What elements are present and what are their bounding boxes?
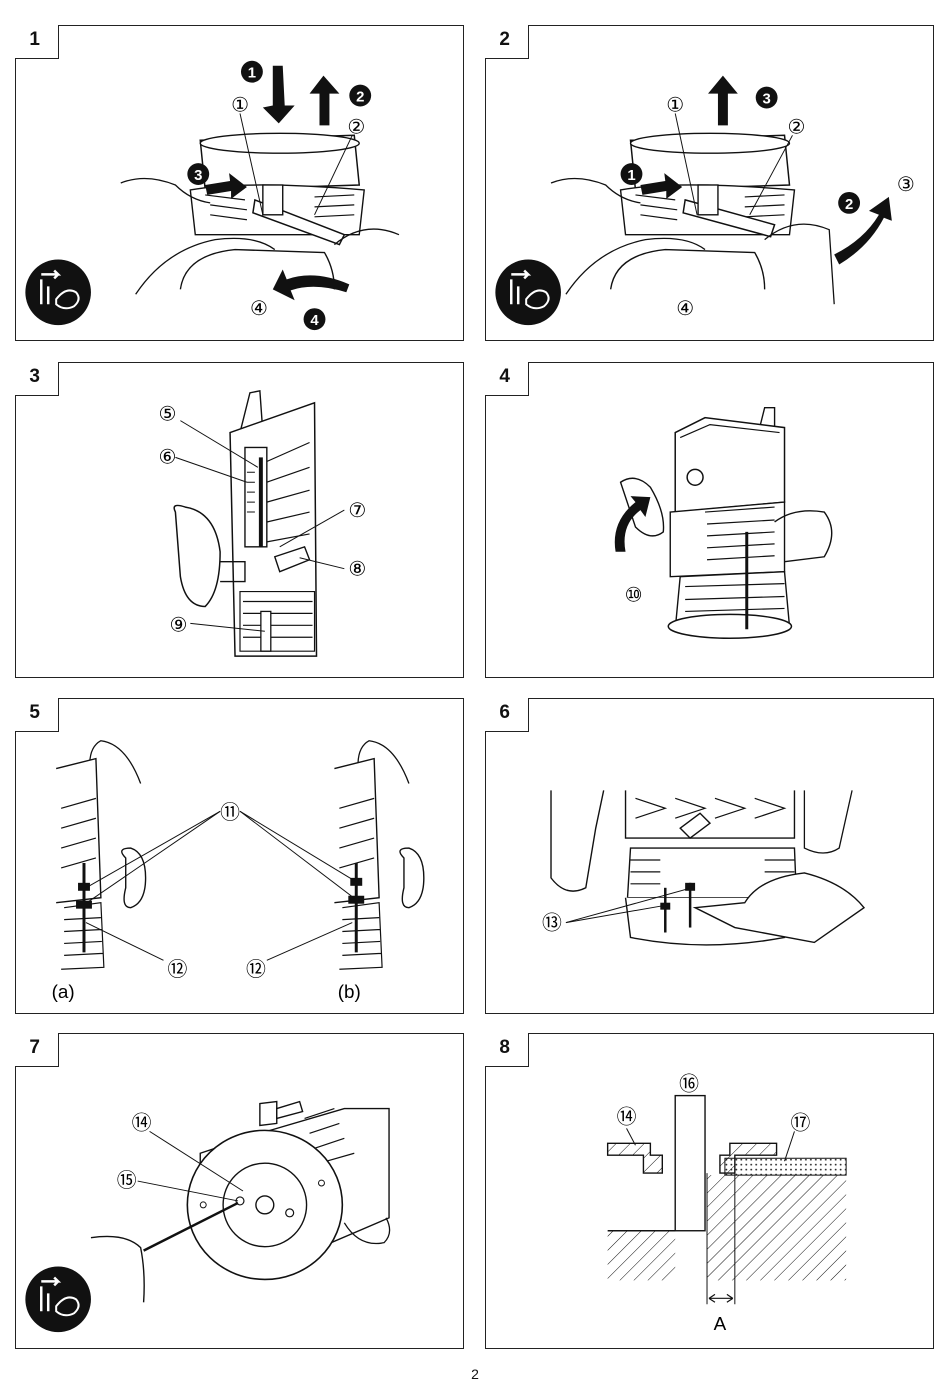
panel-number-tab: 8 [484, 1032, 529, 1067]
callout-14: ⑭ [617, 1106, 637, 1128]
step-marker-1: 1 [620, 163, 643, 185]
figure-panel-4: ⑩ 4 [484, 361, 934, 678]
callout-1: ① [666, 94, 684, 116]
unplug-warning-icon [25, 1266, 91, 1333]
arrow-curved-icon [614, 496, 651, 552]
caption-b: (b) [338, 981, 361, 1002]
svg-text:1: 1 [248, 66, 256, 82]
figure-panel-2: 1 2 3 ① ② ③ ④ 2 [484, 24, 934, 341]
page-number: 2 [471, 1366, 479, 1382]
callout-2: ② [347, 116, 365, 138]
svg-text:3: 3 [194, 168, 202, 184]
arrow-up-icon [309, 75, 340, 126]
step-marker-2: 2 [349, 84, 372, 107]
callout-12-b: ⑫ [246, 959, 266, 981]
callout-2: ② [788, 116, 806, 138]
template-guide-cross-section-diagram: A ⑯ ⑭ ⑰ [606, 1074, 847, 1334]
callout-5: ⑤ [159, 404, 177, 426]
callout-3: ③ [897, 174, 915, 196]
svg-text:4: 4 [310, 313, 319, 329]
panel-number-tab: 4 [484, 361, 529, 396]
svg-text:2: 2 [356, 90, 364, 106]
figure-panel-1: 1 2 3 4 ① ② ④ 1 [14, 24, 464, 341]
svg-text:3: 3 [762, 92, 770, 108]
callout-17: ⑰ [790, 1112, 810, 1134]
figure-panel-7: ⑭ ⑮ 7 [14, 1032, 464, 1349]
callout-12-a: ⑫ [167, 959, 187, 981]
caption-a: (a) [52, 981, 75, 1002]
arrow-right-icon [205, 173, 247, 199]
panel-number-tab: 2 [484, 24, 529, 59]
callout-14: ⑭ [132, 1112, 152, 1134]
arrow-right-icon [640, 173, 683, 199]
step-marker-1: 1 [240, 60, 263, 83]
arrow-down-icon [262, 65, 295, 124]
panel-number-tab: 7 [14, 1032, 59, 1067]
template-guide-attachment-illustration: ⑭ ⑮ [25, 1100, 391, 1333]
svg-text:1: 1 [627, 168, 635, 184]
callout-9: ⑨ [169, 614, 187, 636]
unplug-warning-icon [495, 259, 561, 326]
step-marker-3: 3 [755, 86, 778, 109]
callout-10: ⑩ [625, 584, 643, 606]
figure-panel-8: A ⑯ ⑭ ⑰ 8 [484, 1032, 934, 1349]
figure-panel-6: ⑬ 6 [484, 697, 934, 1014]
svg-text:2: 2 [845, 197, 853, 213]
depth-stopper-illustration: ⑤ ⑥ ⑦ ⑧ ⑨ [159, 389, 366, 657]
router-bit-installation-illustration: 1 2 3 ① ② ③ ④ [495, 75, 915, 326]
step-marker-3: 3 [187, 163, 210, 185]
callout-6: ⑥ [159, 446, 177, 468]
callout-16: ⑯ [679, 1074, 699, 1096]
stopper-adjustment-illustration: ⑪ ⑫ ⑫ (a) (b) [52, 740, 425, 1002]
arrow-curved-left-icon [272, 269, 350, 301]
callout-15: ⑮ [117, 1170, 137, 1192]
callout-1: ① [231, 94, 249, 116]
step-marker-2: 2 [838, 191, 861, 214]
router-bit-removal-illustration: 1 2 3 4 ① ② ④ [25, 60, 400, 331]
dimension-label-a: A [714, 1313, 727, 1334]
unplug-warning-icon [25, 259, 91, 326]
panel-number-tab: 3 [14, 361, 59, 396]
stopper-screw-adjustment-illustration: ⑬ [542, 790, 866, 946]
figure-panel-3: ⑤ ⑥ ⑦ ⑧ ⑨ 3 [14, 361, 464, 678]
figure-panel-5: ⑪ ⑫ ⑫ (a) (b) 5 [14, 697, 464, 1014]
panel-number-tab: 1 [14, 24, 59, 59]
callout-11: ⑪ [220, 802, 240, 824]
callout-8: ⑧ [348, 559, 366, 581]
callout-4: ④ [676, 298, 694, 320]
arrow-up-icon [708, 75, 738, 126]
arrow-curved-up-icon [834, 196, 892, 265]
callout-4: ④ [250, 298, 268, 320]
callout-13: ⑬ [542, 913, 562, 935]
lock-lever-illustration: ⑩ [614, 407, 833, 639]
step-marker-4: 4 [303, 308, 326, 331]
panel-number-tab: 5 [14, 697, 59, 732]
callout-7: ⑦ [348, 500, 366, 522]
panel-number-tab: 6 [484, 697, 529, 732]
